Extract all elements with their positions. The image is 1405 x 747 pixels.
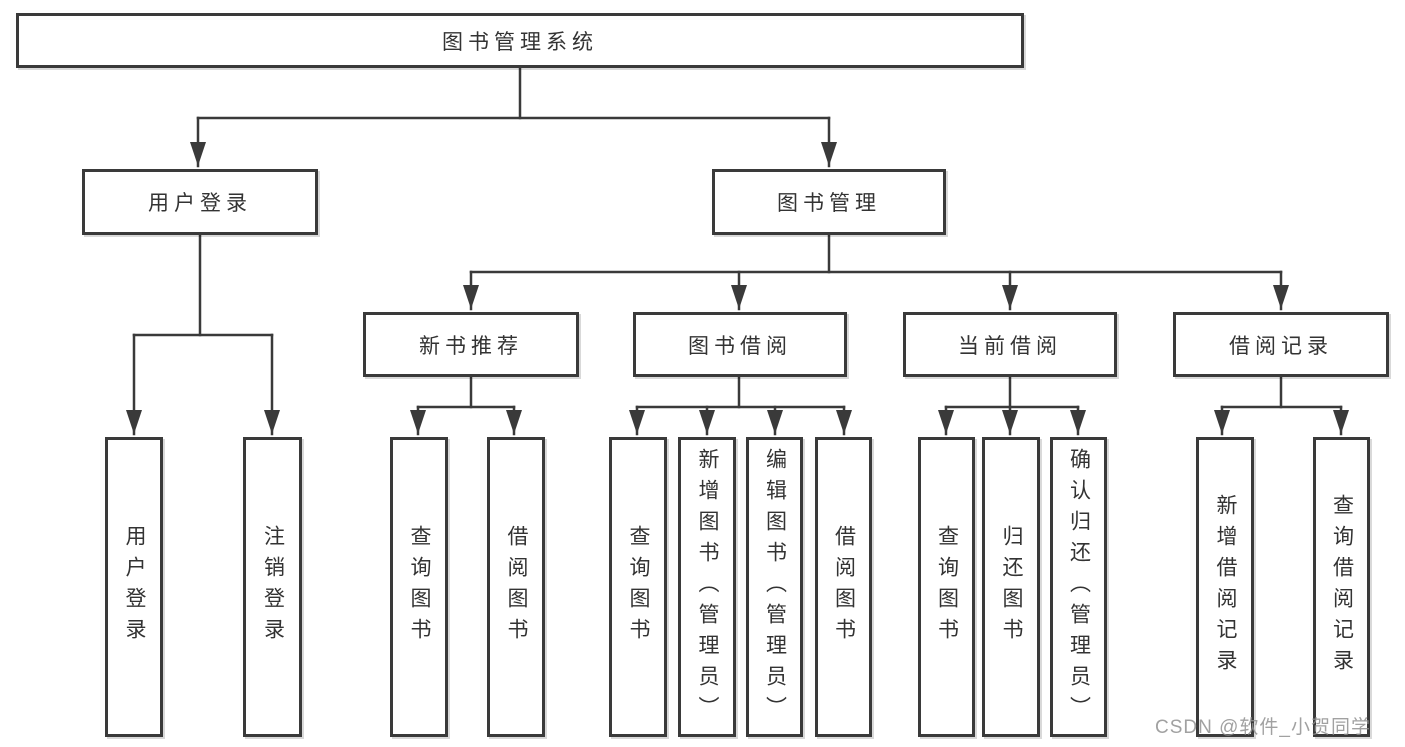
- node-leaf-cb-return-books: 归还图书: [982, 437, 1040, 737]
- node-leaf-cb-confirm-return-admin: 确认归还（管理员）: [1050, 437, 1107, 737]
- node-leaf-bb-query-books: 查询图书: [609, 437, 667, 737]
- node-leaf-nb-borrow-books: 借阅图书: [487, 437, 545, 737]
- node-leaf-br-add-record: 新增借阅记录: [1196, 437, 1254, 737]
- node-book-mgmt: 图书管理: [712, 169, 946, 235]
- node-user-login: 用户登录: [82, 169, 318, 235]
- node-root: 图书管理系统: [16, 13, 1024, 68]
- node-leaf-bb-add-books-admin: 新增图书（管理员）: [678, 437, 736, 737]
- node-new-books: 新书推荐: [363, 312, 579, 377]
- node-current-borrow: 当前借阅: [903, 312, 1117, 377]
- node-leaf-nb-query-books: 查询图书: [390, 437, 448, 737]
- node-leaf-logout: 注销登录: [243, 437, 302, 737]
- node-leaf-login: 用户登录: [105, 437, 163, 737]
- node-leaf-br-query-record: 查询借阅记录: [1313, 437, 1370, 737]
- node-book-borrow: 图书借阅: [633, 312, 847, 377]
- csdn-watermark: CSDN @软件_小贺同学: [1155, 717, 1371, 738]
- node-leaf-cb-query-books: 查询图书: [918, 437, 975, 737]
- node-leaf-bb-borrow-books: 借阅图书: [815, 437, 872, 737]
- node-leaf-bb-edit-books-admin: 编辑图书（管理员）: [746, 437, 803, 737]
- node-borrow-records: 借阅记录: [1173, 312, 1389, 377]
